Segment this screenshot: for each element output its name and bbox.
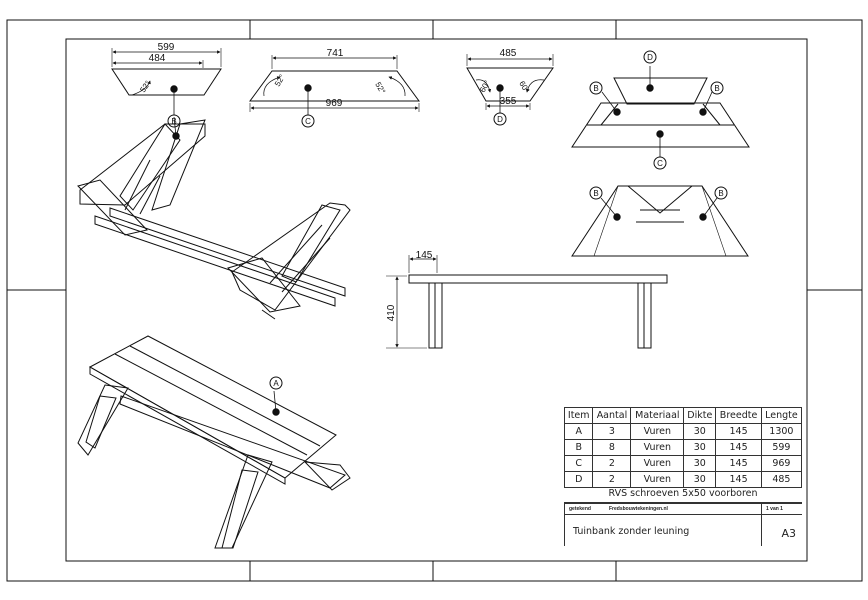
callout-b-front-right: B <box>714 84 719 93</box>
bom-header-row: Item Aantal Materiaal Dikte Breedte Leng… <box>563 407 803 424</box>
bom-cell: 145 <box>715 471 762 488</box>
bom-cell: 1300 <box>760 423 803 440</box>
side-elevation-view <box>386 255 668 349</box>
bom-cell: 969 <box>760 455 803 472</box>
dim-410: 410 <box>386 304 397 321</box>
dim-angle-c-right: 52° <box>373 81 387 96</box>
drawing-title: Tuinbank zonder leuning <box>573 526 690 537</box>
part-d-view <box>466 54 554 126</box>
bom-cell: 30 <box>683 471 717 488</box>
iso-top-view <box>77 335 351 549</box>
bom-header: Breedte <box>715 407 762 424</box>
bom-cell: B <box>563 439 594 456</box>
bom-row: A 3 Vuren 30 145 1300 <box>563 423 803 440</box>
bom-cell: 30 <box>683 423 717 440</box>
dim-969: 969 <box>326 98 343 109</box>
drawn-label: getekend <box>569 506 591 512</box>
bom-cell: Vuren <box>630 471 685 488</box>
bom-cell: 30 <box>683 455 717 472</box>
bom-cell: Vuren <box>630 439 685 456</box>
bom-cell: 145 <box>715 455 762 472</box>
bom-cell: A <box>563 423 594 440</box>
bom-cell: 8 <box>592 439 632 456</box>
dim-angle-c-left: 52° <box>273 73 287 88</box>
bom-cell: 2 <box>592 471 632 488</box>
bom-row: C 2 Vuren 30 145 969 <box>563 455 803 472</box>
front-assembly-view <box>571 50 750 170</box>
dim-angle-b: 52° <box>138 79 152 94</box>
sheet-frame <box>6 19 863 582</box>
bom-cell: 145 <box>715 439 762 456</box>
bom-cell: D <box>563 471 594 488</box>
bom-cell: 2 <box>592 455 632 472</box>
bom-cell: 485 <box>760 471 803 488</box>
website-label: Fredsbouwtekeningen.nl <box>609 506 668 512</box>
bom-header: Item <box>563 407 594 424</box>
dim-355: 355 <box>500 96 517 107</box>
callout-c-front: C <box>657 159 663 168</box>
part-b-view <box>111 48 222 128</box>
dim-599: 599 <box>158 42 175 53</box>
bom-note: RVS schroeven 5x50 voorboren <box>564 488 802 503</box>
dim-145: 145 <box>416 250 433 261</box>
callout-b-front-left: B <box>593 84 598 93</box>
part-c-view <box>249 55 420 128</box>
bom-cell: 3 <box>592 423 632 440</box>
bom-header: Materiaal <box>630 407 685 424</box>
callout-a-label: A <box>273 379 279 388</box>
dim-741: 741 <box>327 48 344 59</box>
bom-cell: 30 <box>683 439 717 456</box>
callout-c-label: C <box>305 117 311 126</box>
callout-d-label: D <box>497 115 503 124</box>
callout-d-front: D <box>647 53 653 62</box>
bom-cell: 599 <box>760 439 803 456</box>
bom-row: D 2 Vuren 30 145 485 <box>563 471 803 488</box>
dim-485: 485 <box>500 48 517 59</box>
bom-row: B 8 Vuren 30 145 599 <box>563 439 803 456</box>
back-assembly-view <box>571 185 749 257</box>
bom-cell: Vuren <box>630 423 685 440</box>
bom-cell: 145 <box>715 423 762 440</box>
bill-of-materials: Item Aantal Materiaal Dikte Breedte Leng… <box>563 407 803 488</box>
bom-header: Lengte <box>760 407 803 424</box>
sheet-number: 1 van 1 <box>766 506 783 512</box>
iso-underside-view <box>77 116 351 320</box>
bom-header: Dikte <box>683 407 717 424</box>
dim-angle-d-right: 60° <box>517 80 531 95</box>
bom-header: Aantal <box>592 407 632 424</box>
paper-size: A3 <box>781 527 796 540</box>
callout-b-back-left: B <box>593 189 598 198</box>
callout-b-label: B <box>171 117 176 126</box>
title-block: getekend Fredsbouwtekeningen.nl 1 van 1 … <box>564 503 802 546</box>
dim-484: 484 <box>149 53 166 64</box>
callout-b-back-right: B <box>718 189 723 198</box>
bom-cell: C <box>563 455 594 472</box>
bom-cell: Vuren <box>630 455 685 472</box>
